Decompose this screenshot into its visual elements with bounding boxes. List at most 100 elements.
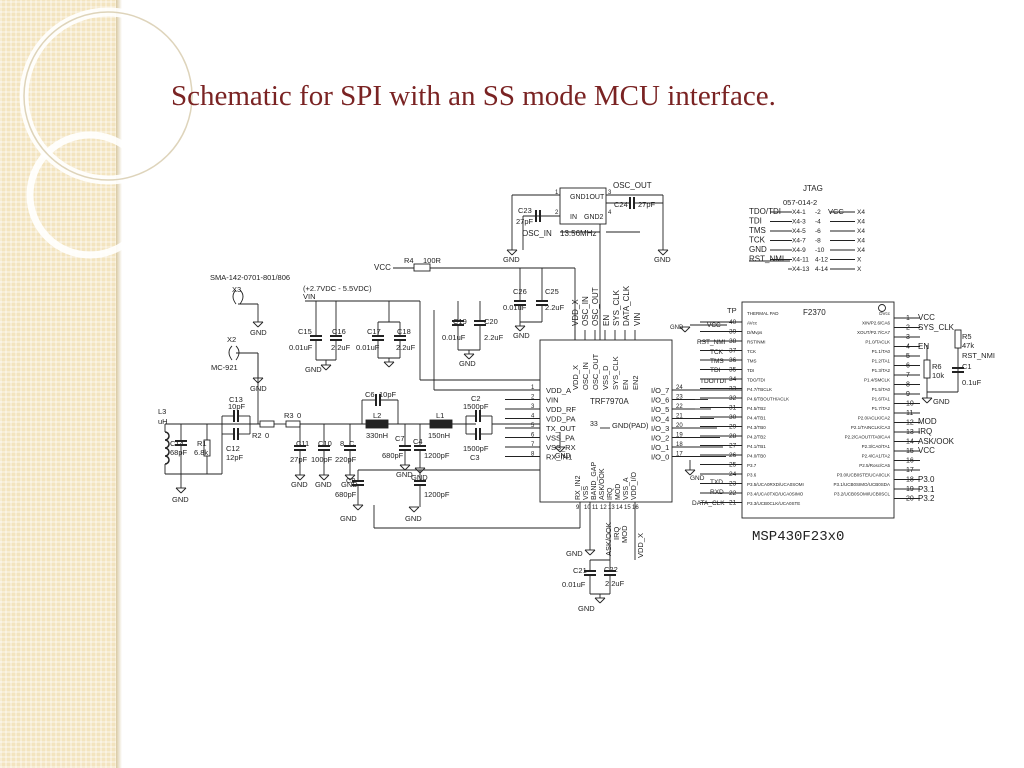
c24-capacitor <box>629 196 635 210</box>
crystal-n1: 1 <box>555 190 559 196</box>
jtag-num-5: 4-12 <box>815 257 828 264</box>
chip-bottom-pin-6: VSS_A <box>623 477 630 500</box>
c20-value: 2.2uF <box>484 333 504 342</box>
chip-right-num-7: 17 <box>676 452 683 458</box>
chip-bottom-pin-0: RX_IN2 <box>575 475 582 500</box>
chip-left-num-2: 3 <box>531 404 535 410</box>
c6-label: C6 <box>365 390 375 399</box>
c15-capacitor <box>309 335 323 341</box>
c11-value: 27pF <box>290 455 308 464</box>
mcu-right-label-17: P3.0/UCB0STE/UCA0CLK <box>837 473 890 478</box>
mcu-right-num-8: 9 <box>906 391 910 398</box>
c1-value: 0.1uF <box>962 378 982 387</box>
c14-value: 68pF <box>170 448 188 457</box>
mcu-left-num-3: 37 <box>729 348 737 355</box>
c7-value: 680pF <box>382 451 404 460</box>
chip-right-pin-2: I/O_5 <box>651 405 669 414</box>
r1-label: R1 <box>197 439 207 448</box>
c12-value: 12pF <box>226 453 244 462</box>
mcu-right-label-13: P2.2/CAOUT/TA0/CA4 <box>845 435 891 440</box>
chip-left-num-7: 8 <box>531 452 535 458</box>
c12-capacitor <box>233 427 239 441</box>
c13-value: 10pF <box>228 402 246 411</box>
chip-bottom-pin-5: MOD <box>615 484 622 500</box>
mcu-left-label-7: TDO/TDI <box>747 378 765 383</box>
l2-label: L2 <box>373 411 381 420</box>
mcu-left-label-9: P4.6/TBOUTH/ACLK <box>747 397 789 402</box>
chip-left-pin-0: VDD_A <box>546 386 571 395</box>
mcu-left-label-20: P3.3/UCB0CLK/UCA0STE <box>747 501 800 506</box>
chip-right-pin-3: I/O_4 <box>651 415 669 424</box>
c19-label: C19 <box>453 317 467 326</box>
mcu-part: F2370 <box>803 308 826 317</box>
c18-capacitor <box>393 335 407 341</box>
mcu-left-label-6: TDI <box>747 368 754 373</box>
tp-label: TP <box>727 306 737 315</box>
mcu-left-ext-4: TDI <box>710 367 721 374</box>
chip-right-num-6: 18 <box>676 442 683 448</box>
mcu-left-label-5: TMS <box>747 359 757 364</box>
sidebar-decoration <box>0 0 116 768</box>
mcu-left-ext-2: TCK <box>710 349 724 356</box>
c4-capacitor <box>413 445 427 451</box>
mcu-right-ext-8: P3.1 <box>918 485 935 494</box>
mcu-left-label-19: P3.4/UCA0TXD/UCA0SIMO <box>747 492 804 497</box>
mcu-left-num-14: 26 <box>729 452 737 459</box>
chip-bottom-num-4: 13 <box>608 505 615 511</box>
r3-resistor <box>285 420 301 428</box>
mcu-left-label-12: P4.3/TB0 <box>747 425 766 430</box>
mcu-left-num-6: 34 <box>729 376 737 383</box>
jtag-end-1: X4 <box>857 219 865 226</box>
crystal-n4: 4 <box>608 210 612 216</box>
mcu-left-ext-7: RXD <box>710 489 724 496</box>
supply-section: VCC R4 100R (+2.7VDC - 5.5VDC) VIN C15 C… <box>289 256 576 391</box>
c9-value: 680pF <box>335 490 357 499</box>
jtag-pin-3: X4-7 <box>792 238 806 245</box>
crystal-frequency: 13.56MHz <box>560 229 596 238</box>
c22-label: C22 <box>604 565 618 574</box>
mcu-right-num-1: 2 <box>906 325 910 332</box>
chip-bottom-pin-7: VDD_I/O <box>631 471 638 500</box>
net-label-3: EN <box>602 315 611 326</box>
chip-left-pin-1: VIN <box>546 396 559 405</box>
l2-inductor <box>365 419 389 429</box>
jtag-num-3: -8 <box>815 238 821 245</box>
mcu-left-num-15: 25 <box>729 462 737 469</box>
mcu-right-num-6: 7 <box>906 372 910 379</box>
chip-left-pin-3: VDD_PA <box>546 415 575 424</box>
gnd-label: GND <box>305 365 322 374</box>
mcu-right-label-11: P2.0/ACLK/CA2 <box>858 416 891 421</box>
mcu-right-label-0: DVcc <box>879 311 891 316</box>
chip-top-pin-3: VSS_D <box>601 365 610 390</box>
schematic-diagram: GND1OUT IN GND2 1 2 3 4 OSC_OUT C23 27pF… <box>158 181 995 613</box>
msp430-mcu: F2370 MSP430F23x0 TP GND GND R5 47k RST_… <box>670 301 995 545</box>
chip-left-num-5: 6 <box>531 433 535 439</box>
net-label-2: OSC_OUT <box>591 287 600 326</box>
mcu-left-label-18: P3.5/UCA0RXD/UCA0SOMI <box>747 482 804 487</box>
bottom-decoupling: GND GND C21 C22 0.01uF 2.2uF ASK/OOK IRQ… <box>562 502 645 613</box>
mcu-left-ext-1: RST_NMI <box>697 339 726 346</box>
c2-value: 1500pF <box>463 402 489 411</box>
c4-value: 1200pF <box>424 451 450 460</box>
jtag-end-6: X <box>857 266 862 273</box>
mcu-left-num-0: 40 <box>729 319 737 326</box>
c5-value: 1200pF <box>424 490 450 499</box>
r2-label: R2 <box>252 431 262 440</box>
c1-label: C1 <box>962 362 972 371</box>
c16-value: 2.2uF <box>331 343 351 352</box>
jtag-pin-2: X4-5 <box>792 228 806 235</box>
gnd-symbol <box>921 397 933 404</box>
ask-ook-net: ASK/OOK <box>604 522 613 556</box>
mcu-left-num-2: 38 <box>729 338 737 345</box>
mcu-right-label-7: P1.4/SMCLK <box>864 378 890 383</box>
jtag-end-5: X <box>857 257 862 264</box>
mcu-right-label-2: XOUT/P2.7/CA7 <box>857 330 891 335</box>
r3-value: 0 <box>297 411 301 420</box>
jtag-num-0: -2 <box>815 209 821 216</box>
jtag-part: 057-014-2 <box>783 198 817 207</box>
mcu-left-num-1: 39 <box>729 329 737 336</box>
chip-left-pin-2: VDD_RF <box>546 405 576 414</box>
mcu-right-num-16: 17 <box>906 467 914 474</box>
crystal-box <box>559 187 607 225</box>
mcu-left-num-17: 23 <box>729 481 737 488</box>
